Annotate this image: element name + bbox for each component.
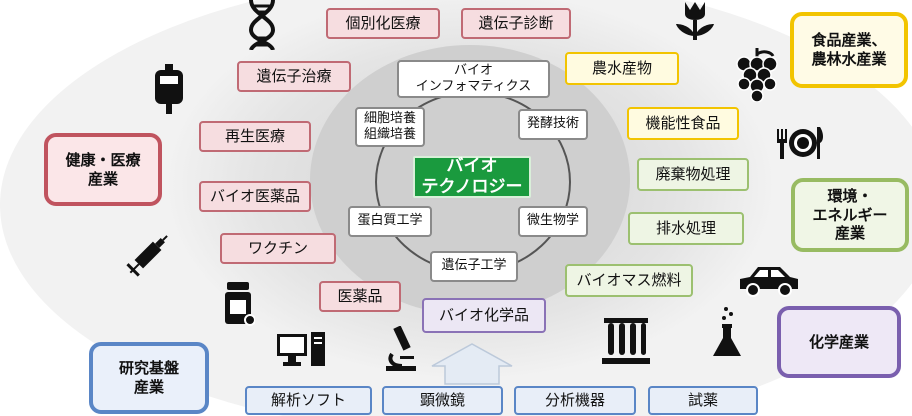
- item-biomass-fuel: バイオマス燃料: [565, 264, 693, 297]
- computer-icon: [277, 332, 325, 366]
- item-vaccine: ワクチン: [220, 233, 336, 264]
- microscope-icon: [386, 326, 416, 371]
- item-functional-food: 機能性食品: [627, 107, 739, 140]
- item-biopharma: バイオ医薬品: [199, 181, 311, 212]
- inner-protein-engineering: 蛋白質工学: [348, 206, 432, 237]
- pill-bottle-icon: [225, 282, 255, 326]
- inner-cell-culture: 細胞培養 組織培養: [355, 107, 425, 147]
- item-analyzer: 分析機器: [514, 386, 636, 415]
- industry-env: 環境・ エネルギー 産業: [791, 178, 909, 252]
- inner-bioinformatics: バイオ インフォマティクス: [397, 60, 550, 98]
- item-reagents: 試薬: [648, 386, 758, 415]
- industry-chemical: 化学産業: [777, 306, 901, 378]
- inner-genetic-engineering: 遺伝子工学: [430, 251, 518, 282]
- item-gene-therapy: 遺伝子治療: [237, 61, 351, 92]
- item-waste-treatment: 廃棄物処理: [637, 158, 749, 191]
- item-personalized-medicine: 個別化医療: [326, 8, 440, 39]
- plate-cutlery-icon: [777, 127, 823, 159]
- item-biochemicals: バイオ化学品: [422, 298, 546, 333]
- iv-bag-icon: [155, 64, 183, 114]
- industry-research: 研究基盤 産業: [89, 342, 209, 414]
- tulip-icon: [676, 2, 714, 40]
- item-agri-marine: 農水産物: [565, 52, 679, 85]
- industry-food: 食品産業、 農林水産業: [790, 12, 908, 88]
- center-biotech: バイオ テクノロジー: [413, 156, 531, 198]
- inner-fermentation: 発酵技術: [518, 109, 588, 140]
- item-gene-diagnosis: 遺伝子診断: [461, 8, 571, 39]
- item-pharmaceuticals: 医薬品: [319, 281, 401, 312]
- item-analysis-software: 解析ソフト: [245, 386, 372, 415]
- item-microscope: 顕微鏡: [382, 386, 503, 415]
- dna-icon: [248, 0, 276, 50]
- item-wastewater: 排水処理: [628, 212, 744, 245]
- grapes-icon: [736, 48, 778, 102]
- car-icon: [740, 267, 798, 297]
- flask-icon: [713, 307, 741, 356]
- syringe-icon: [126, 235, 168, 277]
- inner-microbiology: 微生物学: [518, 206, 588, 237]
- test-tubes-icon: [602, 318, 650, 364]
- industry-health: 健康・医療 産業: [44, 133, 162, 206]
- up-arrow-icon: [431, 343, 513, 385]
- item-regenerative-medicine: 再生医療: [199, 121, 311, 152]
